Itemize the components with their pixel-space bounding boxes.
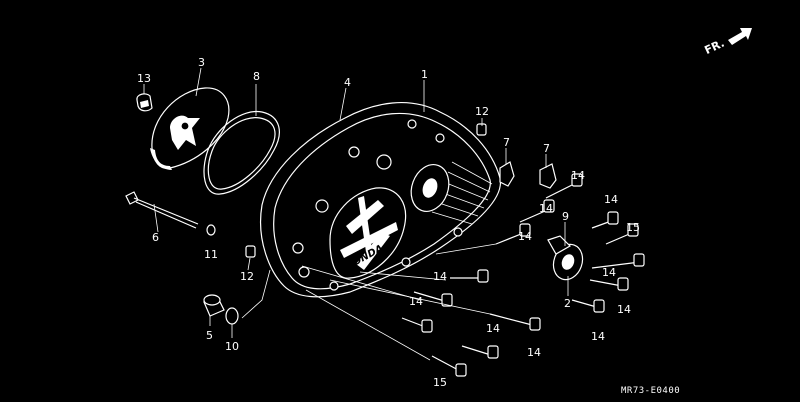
callout-14: 14 (571, 169, 585, 182)
bolt (519, 199, 555, 223)
callout-7-right: 7 (543, 142, 550, 155)
part-13-clip (136, 93, 153, 112)
bolts (401, 173, 645, 377)
bolt (591, 253, 645, 269)
bolt (489, 313, 541, 331)
bolt (571, 299, 605, 313)
bolt (413, 291, 453, 307)
callout-14: 14 (591, 330, 605, 343)
callout-9: 9 (562, 210, 569, 223)
callout-7-left: 7 (503, 136, 510, 149)
callout-12-bottom: 12 (240, 270, 254, 283)
direction-label: FR. (702, 37, 726, 57)
callout-5: 5 (206, 329, 213, 342)
callout-10: 10 (225, 340, 239, 353)
bolt (589, 277, 629, 291)
leader-lines (143, 67, 569, 361)
callout-14: 14 (539, 202, 553, 215)
part-9-cap (552, 243, 584, 281)
callout-15-bottom: 15 (433, 376, 447, 389)
callout-14: 14 (604, 193, 618, 206)
part-6-dipstick (125, 191, 199, 229)
drawing-code: MR73-E0400 (621, 386, 680, 396)
callout-14: 14 (518, 230, 532, 243)
callout-2: 2 (564, 297, 571, 310)
callout-1: 1 (421, 68, 428, 81)
callout-12-top: 12 (475, 105, 489, 118)
callout-14: 14 (409, 295, 423, 308)
callout-14: 14 (602, 266, 616, 279)
callout-13: 13 (137, 72, 151, 85)
callout-6: 6 (152, 231, 159, 244)
callout-11: 11 (204, 248, 218, 261)
bolt (545, 173, 583, 199)
bolt (431, 355, 467, 377)
callout-15-right: 15 (626, 221, 640, 234)
callout-14: 14 (617, 303, 631, 316)
bolt (591, 211, 619, 229)
bolt (605, 223, 639, 245)
part-10-oring (225, 307, 239, 325)
callouts: 1 4 8 3 13 12 7 7 14 14 14 9 15 14 6 11 … (137, 56, 640, 389)
part-8-gasket (203, 110, 280, 195)
callout-4: 4 (344, 76, 351, 89)
part-2-bracket (547, 235, 571, 255)
bolt (450, 269, 489, 283)
callout-8: 8 (253, 70, 260, 83)
front-direction-arrow: FR. (702, 28, 752, 57)
bolt (461, 345, 499, 359)
part-7-clip-right (539, 163, 557, 189)
bolt (401, 317, 433, 333)
part-11-washer (206, 224, 216, 236)
bolt (495, 223, 531, 245)
callout-14: 14 (433, 270, 447, 283)
part-5-plug (203, 294, 225, 317)
part-12-dowel-top (476, 123, 487, 136)
part-12-dowel-bottom (245, 245, 256, 258)
arrow-icon (728, 28, 752, 45)
callout-3: 3 (198, 56, 205, 69)
part-1-crankcase-cover: HONDA (260, 102, 502, 298)
part-3-plate (150, 87, 230, 170)
callout-14: 14 (486, 322, 500, 335)
part-7-clip-left (499, 161, 515, 187)
callout-14: 14 (527, 346, 541, 359)
